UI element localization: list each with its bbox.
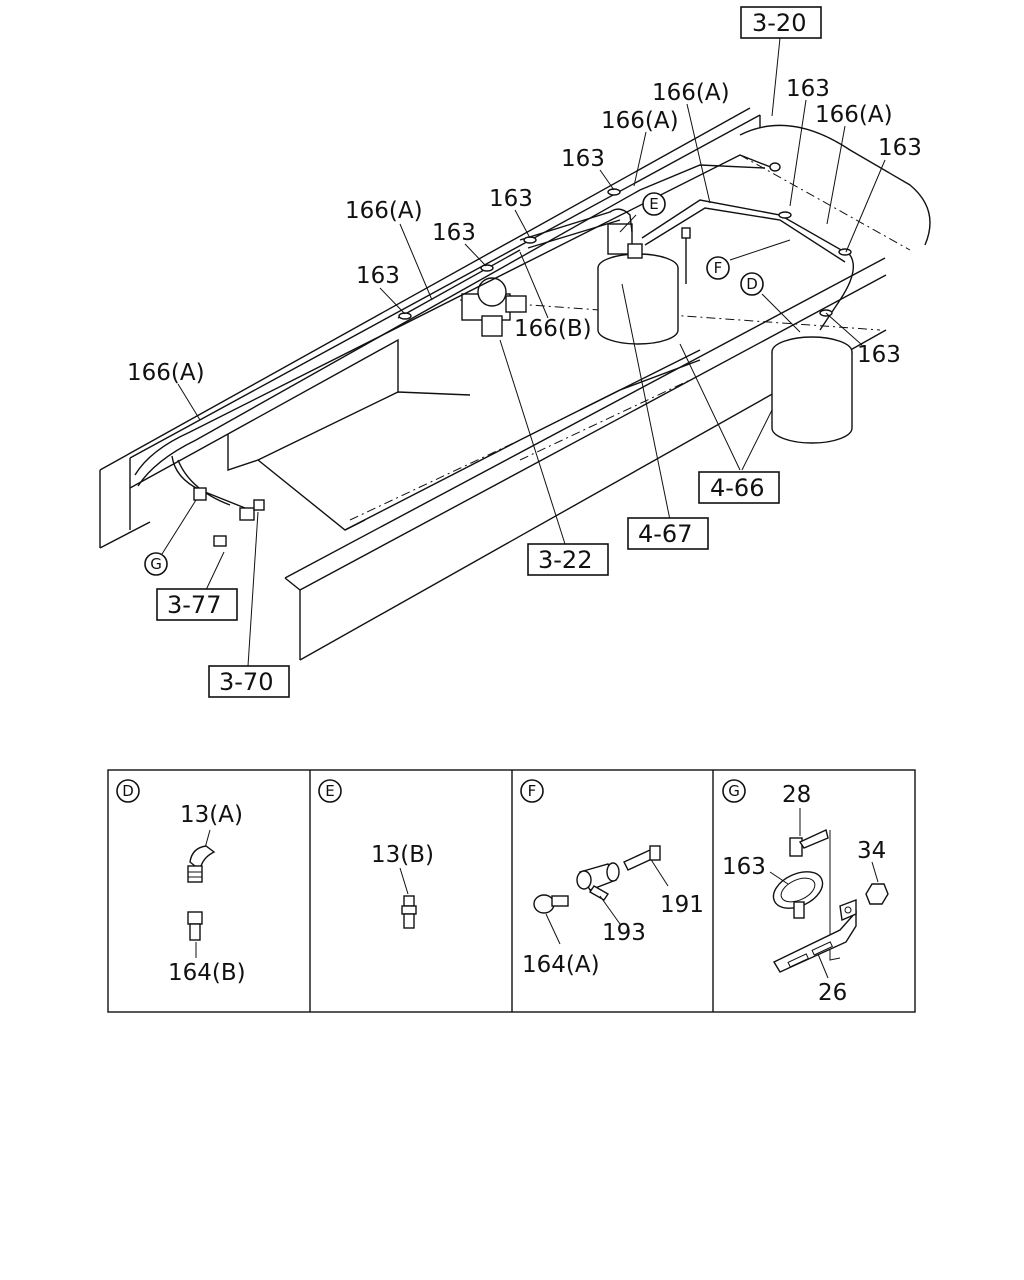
marker-D-text: D (746, 275, 758, 293)
leader-lines (161, 37, 886, 667)
panel-G-label-26: 26 (818, 980, 847, 1006)
panel-G-label-163: 163 (722, 854, 766, 880)
ref-4-67-text: 4-67 (638, 520, 692, 548)
callout-labels: 166(A) 163 166(A) 163 166(A) 163 163 166… (127, 76, 922, 386)
ref-3-22-text: 3-22 (538, 546, 592, 574)
ref-3-77-text: 3-77 (167, 591, 221, 619)
ref-box-4-66: 4-66 (698, 471, 780, 504)
marker-E-text: E (649, 195, 658, 213)
panel-D-label-164B: 164(B) (168, 960, 246, 986)
callout-c4: 163 (878, 135, 922, 161)
marker-E: E (642, 192, 666, 216)
detail-panels-frame (107, 769, 916, 1013)
ref-box-3-22: 3-22 (527, 543, 609, 576)
panel-F-label-164A: 164(A) (522, 952, 600, 978)
panel-D: D 13(A) 164(B) (116, 779, 246, 986)
chassis-frame (99, 107, 931, 661)
ref-4-66-text: 4-66 (710, 474, 764, 502)
panel-G-label-28: 28 (782, 782, 811, 808)
callout-c1: 166(A) (652, 80, 730, 106)
panel-F-label-193: 193 (602, 920, 646, 946)
marker-F-text: F (714, 259, 723, 277)
panel-G-label-34: 34 (857, 838, 886, 864)
panel-F: F 191 193 164(A) (520, 779, 704, 978)
callout-c6: 163 (561, 146, 605, 172)
panel-F-label-191: 191 (660, 892, 704, 918)
callout-c13: 163 (857, 342, 901, 368)
air-tank-right (771, 336, 853, 444)
panel-E: E 13(B) (318, 779, 434, 929)
fittings-lower-left (193, 487, 265, 547)
marker-D: D (740, 272, 764, 296)
ref-3-70-text: 3-70 (219, 668, 273, 696)
callout-c2: 163 (786, 76, 830, 102)
valve-assembly-left (461, 277, 527, 337)
panel-E-marker: E (325, 782, 334, 800)
callout-c12: 166(A) (127, 360, 205, 386)
ref-box-3-77: 3-77 (156, 588, 238, 621)
panel-D-label-13A: 13(A) (180, 802, 243, 828)
ref-3-20-text: 3-20 (752, 9, 806, 37)
callout-c3: 166(A) (601, 108, 679, 134)
callout-c10: 163 (356, 263, 400, 289)
air-pipes (134, 154, 854, 511)
marker-G: G (144, 552, 168, 576)
panel-G: G 28 34 163 26 (722, 779, 889, 1006)
callout-c5: 166(A) (815, 102, 893, 128)
panel-F-marker: F (528, 782, 537, 800)
callout-c9: 163 (432, 220, 476, 246)
marker-F: F (706, 256, 730, 280)
panel-D-marker: D (122, 782, 134, 800)
callout-c8: 166(A) (345, 198, 423, 224)
ref-box-3-20: 3-20 (740, 6, 822, 39)
panel-E-label-13B: 13(B) (371, 842, 434, 868)
panel-G-marker: G (728, 782, 740, 800)
marker-G-text: G (150, 555, 162, 573)
callout-c11: 166(B) (514, 316, 592, 342)
ref-box-3-70: 3-70 (208, 665, 290, 698)
ref-box-4-67: 4-67 (627, 517, 709, 550)
air-tank-center (597, 253, 679, 345)
callout-c7: 163 (489, 186, 533, 212)
valve-assembly-center (607, 223, 691, 284)
